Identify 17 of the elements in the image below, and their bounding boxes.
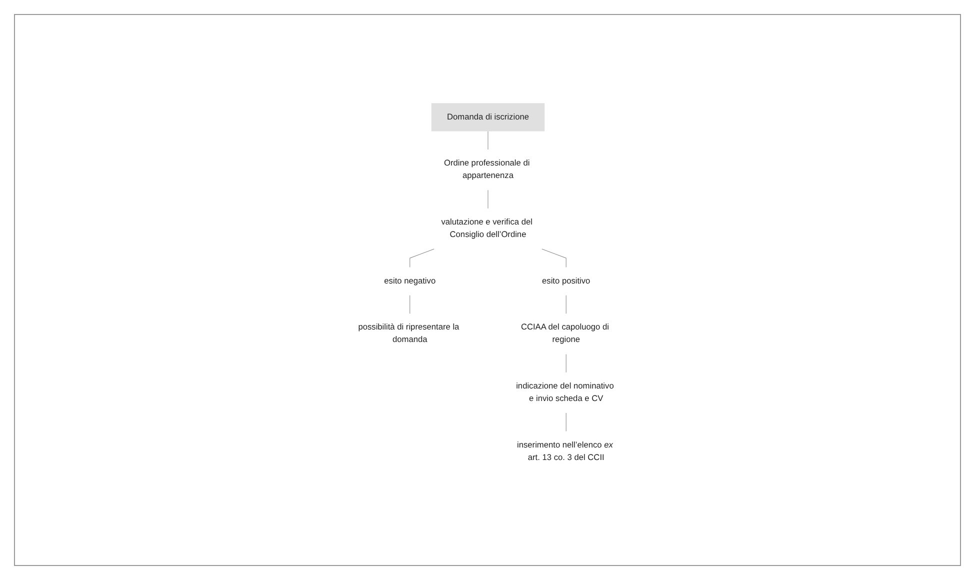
node-text: esito positivo — [542, 276, 590, 286]
connector — [541, 248, 566, 268]
node-text: CCIAA del capoluogo di regione — [520, 322, 608, 344]
node-text: Ordine professionale di appartenenza — [443, 158, 530, 180]
node-text: inserimento nell’elenco ex art. 13 co. 3 del CCII — [516, 440, 612, 462]
connector — [487, 190, 488, 209]
connector — [565, 295, 566, 314]
node-text: possibilità di ripresentare la domanda — [358, 322, 459, 344]
node-text: indicazione del nominativo e invio scheda e CV — [516, 382, 614, 404]
connector — [409, 295, 410, 314]
connector — [409, 248, 434, 268]
connector — [487, 131, 488, 150]
node-text: valutazione e verifica del Consiglio dell’Ordine — [440, 218, 532, 240]
connector — [565, 354, 566, 373]
node-text: esito negativo — [384, 276, 436, 286]
node-box: Domanda di iscrizione — [430, 103, 544, 132]
connector — [565, 412, 566, 432]
